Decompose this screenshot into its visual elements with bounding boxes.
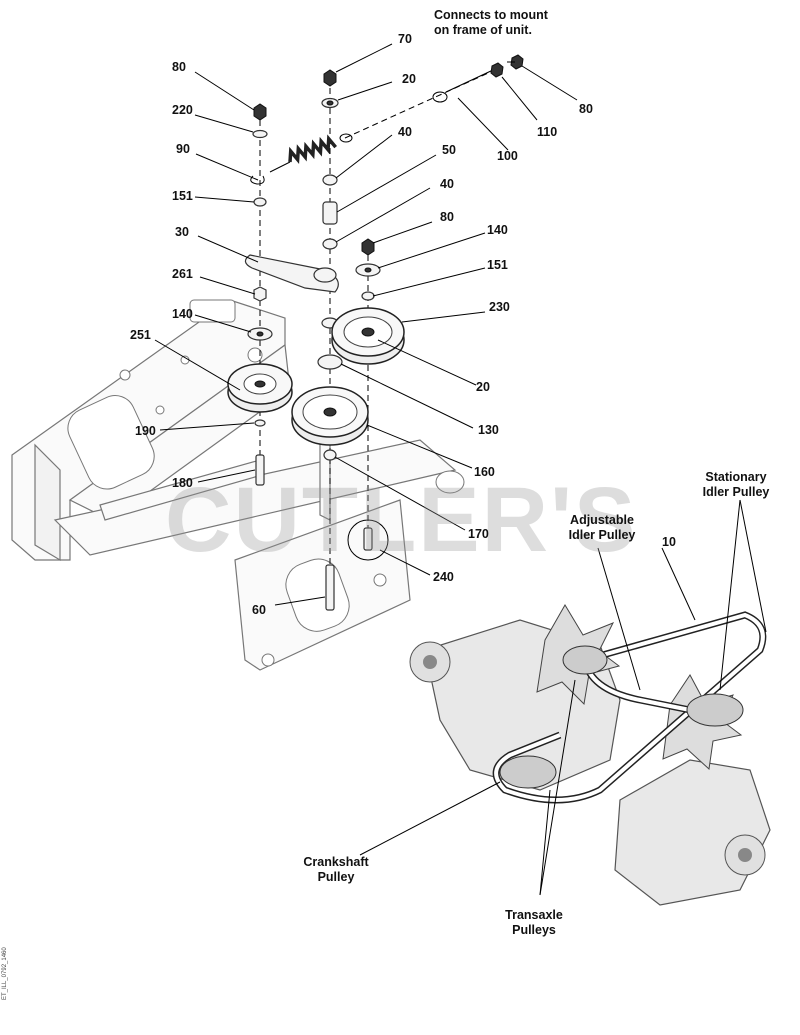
idler-pulley-160 xyxy=(291,386,369,446)
callout-170: 170 xyxy=(468,527,489,541)
callout-140-left: 140 xyxy=(172,307,193,321)
callout-151-left: 151 xyxy=(172,189,193,203)
callout-80-left: 80 xyxy=(172,60,186,74)
callout-20-lower: 20 xyxy=(476,380,490,394)
transaxle-pulleys-note-line2: Pulleys xyxy=(512,923,556,937)
callout-90: 90 xyxy=(176,142,190,156)
callout-251: 251 xyxy=(130,328,151,342)
idler-pulley-230 xyxy=(331,307,405,365)
callout-10: 10 xyxy=(662,535,676,549)
callout-80-right: 80 xyxy=(579,102,593,116)
right-hardware-stack xyxy=(355,238,381,551)
crankshaft-pulley-note-line1: Crankshaft xyxy=(303,855,369,869)
tension-spring xyxy=(269,133,353,173)
callout-130: 130 xyxy=(478,423,499,437)
adjustable-idler-note-line1: Adjustable xyxy=(570,513,634,527)
leader-lines xyxy=(154,43,767,896)
callout-60: 60 xyxy=(252,603,266,617)
callout-30: 30 xyxy=(175,225,189,239)
callout-50: 50 xyxy=(442,143,456,157)
callout-220: 220 xyxy=(172,103,193,117)
mount-note-line2: on frame of unit. xyxy=(434,23,532,37)
mount-note-line1: Connects to mount xyxy=(434,8,548,22)
callout-180: 180 xyxy=(172,476,193,490)
crankshaft-pulley-note-line2: Pulley xyxy=(317,870,355,884)
callout-190: 190 xyxy=(135,424,156,438)
callout-100: 100 xyxy=(497,149,518,163)
eyebolt xyxy=(432,54,524,103)
callout-70: 70 xyxy=(398,32,412,46)
left-hardware-stack xyxy=(244,103,339,486)
callout-40-upper: 40 xyxy=(398,125,412,139)
callout-230: 230 xyxy=(489,300,510,314)
idler-pulley-251 xyxy=(227,363,293,413)
callout-40-lower: 40 xyxy=(440,177,454,191)
callout-160: 160 xyxy=(474,465,495,479)
callout-80-mid: 80 xyxy=(440,210,454,224)
callout-110: 110 xyxy=(537,125,558,139)
watermark-text: CUTLER'S xyxy=(165,469,638,571)
callout-261: 261 xyxy=(172,267,193,281)
figure-code: ET_ILL_0792_1460 xyxy=(2,947,8,1000)
callout-140-right: 140 xyxy=(487,223,508,237)
callout-20-top: 20 xyxy=(402,72,416,86)
callout-151-right: 151 xyxy=(487,258,508,272)
transaxle-pulleys-note-line1: Transaxle xyxy=(505,908,563,922)
stationary-idler-note-line2: Idler Pulley xyxy=(702,485,770,499)
middle-hardware-stack xyxy=(317,69,343,611)
drive-belt xyxy=(492,611,767,804)
callout-240: 240 xyxy=(433,570,454,584)
stationary-idler-note-line1: Stationary xyxy=(705,470,767,484)
adjustable-idler-note-line2: Idler Pulley xyxy=(568,528,636,542)
